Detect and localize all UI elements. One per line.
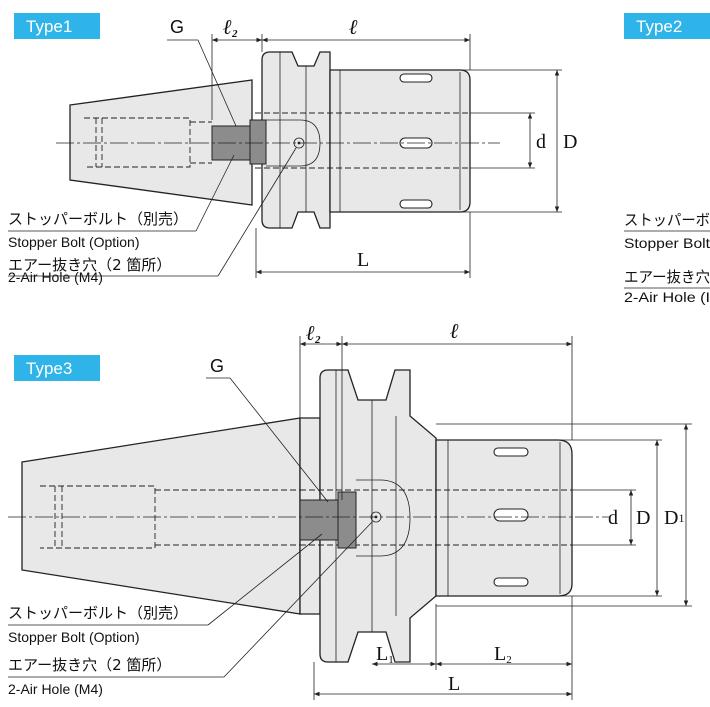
type3-label-L1: L1 bbox=[376, 643, 394, 666]
type1-label-D: D bbox=[563, 131, 577, 153]
type1-label-d: d bbox=[536, 131, 546, 153]
type1-badge-label: Type1 bbox=[26, 17, 72, 36]
type1-label-L: L bbox=[357, 249, 369, 271]
type3-air-en: 2-Air Hole (M4) bbox=[8, 681, 103, 697]
type1-stopper-en: Stopper Bolt (Option) bbox=[8, 234, 140, 250]
type1-taper-shank bbox=[69, 79, 253, 206]
type2-stopper-jp: ストッパーボ bbox=[624, 211, 710, 229]
type2-air-en: 2-Air Hole (I bbox=[624, 289, 710, 305]
type2-badge bbox=[624, 13, 710, 39]
type1-flange bbox=[261, 51, 331, 229]
type3-stopper-en: Stopper Bolt (Option) bbox=[8, 629, 140, 645]
type3-label-G: G bbox=[210, 356, 224, 376]
type1-label-l2: ℓ2 bbox=[223, 15, 238, 40]
type3-label-L2: L2 bbox=[494, 643, 512, 666]
type3-badge-label: Type3 bbox=[26, 359, 72, 378]
type1-drawing: Type1 G ℓ2 bbox=[8, 13, 577, 285]
type3-label-l: ℓ bbox=[450, 319, 459, 343]
type3-drawing: Type3 G ℓ2 bbox=[8, 319, 692, 700]
type2-stopper-en: Stopper Bolt bbox=[624, 235, 710, 251]
type1-air-jp: エアー抜き穴（2 箇所） bbox=[8, 256, 171, 274]
type1-stopper-jp: ストッパーボルト（別売） bbox=[8, 210, 188, 228]
type2-drawing: Type2 ストッパーボ Stopper Bolt エアー抜き穴 2-Air H… bbox=[624, 13, 710, 305]
type1-badge bbox=[14, 13, 100, 39]
type1-label-G: G bbox=[170, 17, 184, 37]
type3-air-jp: エアー抜き穴（2 箇所） bbox=[8, 656, 171, 674]
type3-stopper-jp: ストッパーボルト（別売） bbox=[8, 604, 188, 622]
type2-air-jp: エアー抜き穴 bbox=[624, 268, 710, 286]
type3-badge bbox=[14, 355, 100, 381]
type1-label-l: ℓ bbox=[349, 15, 358, 39]
type3-label-l2: ℓ2 bbox=[306, 321, 321, 346]
type2-badge-label: Type2 bbox=[636, 17, 682, 36]
type3-label-D1: D1 bbox=[664, 507, 684, 529]
type3-label-d: d bbox=[608, 507, 618, 529]
type1-air-en: 2-Air Hole (M4) bbox=[8, 269, 103, 285]
type3-label-D: D bbox=[636, 507, 650, 529]
type3-label-L: L bbox=[448, 673, 460, 695]
